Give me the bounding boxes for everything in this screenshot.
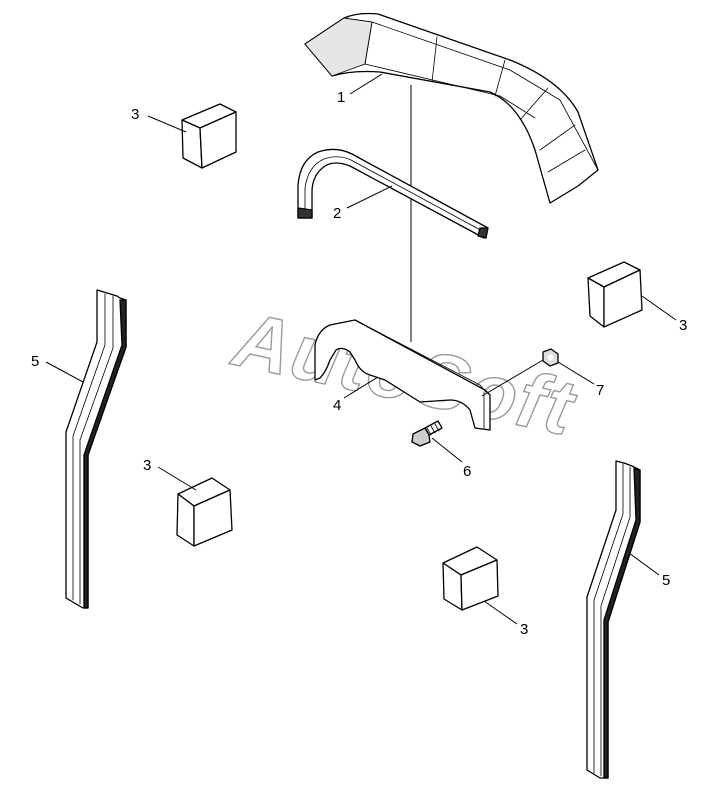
callout-3d: 3 [520, 621, 528, 638]
leader-line-3a [147, 115, 187, 133]
callout-2: 2 [333, 205, 341, 222]
callout-5a: 5 [31, 353, 39, 370]
part-3-block-b [587, 261, 643, 328]
part-5-strip-right [586, 460, 641, 779]
leader-line-3d [483, 600, 518, 625]
callout-5b: 5 [662, 572, 670, 589]
callout-7: 7 [596, 382, 604, 399]
part-3-block-c [176, 477, 233, 547]
part-4-bracket [314, 319, 491, 431]
part-1-fender-arch [304, 12, 599, 204]
part-3-block-d [442, 546, 499, 611]
leader-line-3c [157, 466, 197, 491]
leader-line-1 [349, 73, 383, 95]
callout-3a: 3 [131, 106, 139, 123]
leader-line-4 [343, 376, 379, 399]
leader-line-3b [641, 295, 677, 321]
callout-4: 4 [333, 397, 341, 414]
leader-line-7 [557, 361, 595, 385]
part-3-block-a [181, 103, 237, 169]
leader-line-5a [45, 361, 84, 383]
callout-3b: 3 [679, 317, 687, 334]
part-5-strip-left [65, 289, 127, 609]
part-2-seal-strip [297, 148, 489, 239]
part-6-bolt [411, 420, 443, 447]
part-7-nut [542, 348, 559, 367]
callout-1: 1 [337, 89, 345, 106]
callout-6: 6 [463, 463, 471, 480]
leader-line-2 [346, 185, 393, 209]
leader-line-6 [431, 437, 463, 463]
callout-3c: 3 [143, 457, 151, 474]
leader-line-7-nut-bracket [481, 359, 544, 397]
leader-line-5b [628, 552, 660, 576]
